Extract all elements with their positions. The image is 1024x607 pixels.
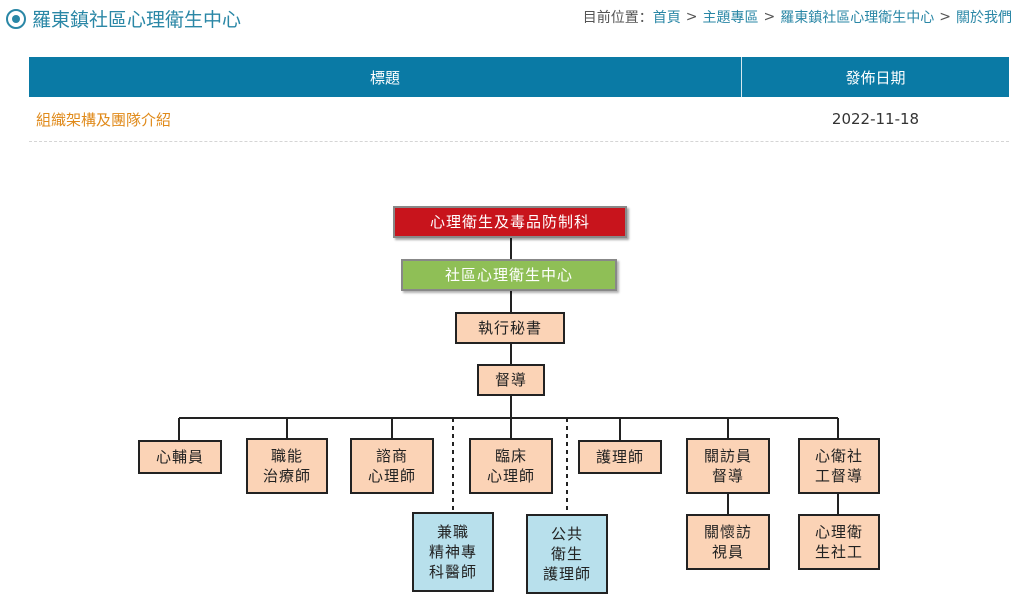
table-header-row: 標題 發佈日期 (29, 57, 1009, 97)
org-node-occupational-therapist: 職能 治療師 (246, 438, 328, 494)
breadcrumb-about-link[interactable]: 關於我們 (956, 10, 1012, 26)
org-node-secretary: 執行秘書 (455, 312, 565, 344)
org-node-part-time-psychiatrist: 兼職 精神專 科醫師 (412, 512, 494, 592)
org-node-visit-supervisor: 關訪員 督導 (686, 438, 770, 494)
page-header: 羅東鎮社區心理衛生中心 目前位置： 首頁 > 主題專區 > 羅東鎮社區心理衛生中… (0, 0, 1024, 34)
column-header-date: 發佈日期 (845, 68, 906, 87)
column-header-title: 標題 (29, 57, 742, 97)
breadcrumb-center-link[interactable]: 羅東鎮社區心理衛生中心 (780, 10, 935, 26)
org-node-care-visitor: 關懷訪 視員 (686, 514, 770, 570)
breadcrumb-home-link[interactable]: 首頁 (652, 10, 681, 26)
org-node-public-health-nurse: 公共 衛生 護理師 (526, 514, 608, 594)
org-node-supervisor: 督導 (477, 364, 545, 396)
article-date: 2022-11-18 (831, 110, 920, 128)
breadcrumb-separator: > (939, 9, 951, 25)
target-bullet-icon (6, 8, 26, 29)
breadcrumb-separator: > (763, 9, 776, 25)
article-table: 標題 發佈日期 組織架構及團隊介紹 2022-11-18 (29, 57, 1009, 142)
org-node-nurse: 護理師 (578, 440, 662, 474)
breadcrumb-separator: > (685, 9, 698, 25)
article-title-link[interactable]: 組織架構及團隊介紹 (36, 110, 172, 129)
org-node-social-work-supervisor: 心衛社 工督導 (798, 438, 880, 494)
org-node-mental-health-social-worker: 心理衛 生社工 (798, 514, 880, 570)
org-node-top-department: 心理衛生及毒品防制科 (393, 206, 627, 238)
page-title: 羅東鎮社區心理衛生中心 (32, 9, 242, 31)
org-node-counselor-aide: 心輔員 (138, 440, 222, 474)
breadcrumb: 目前位置： 首頁 > 主題專區 > 羅東鎮社區心理衛生中心 > 關於我們 (583, 7, 1012, 27)
org-node-center: 社區心理衛生中心 (401, 259, 617, 291)
org-node-counseling-psychologist: 諮商 心理師 (350, 438, 434, 494)
breadcrumb-prefix: 目前位置： (582, 10, 653, 26)
breadcrumb-topics-link[interactable]: 主題專區 (702, 10, 759, 26)
title-wrap: 羅東鎮社區心理衛生中心 (6, 5, 241, 32)
table-row: 組織架構及團隊介紹 2022-11-18 (29, 97, 1009, 142)
org-node-clinical-psychologist: 臨床 心理師 (469, 438, 553, 494)
